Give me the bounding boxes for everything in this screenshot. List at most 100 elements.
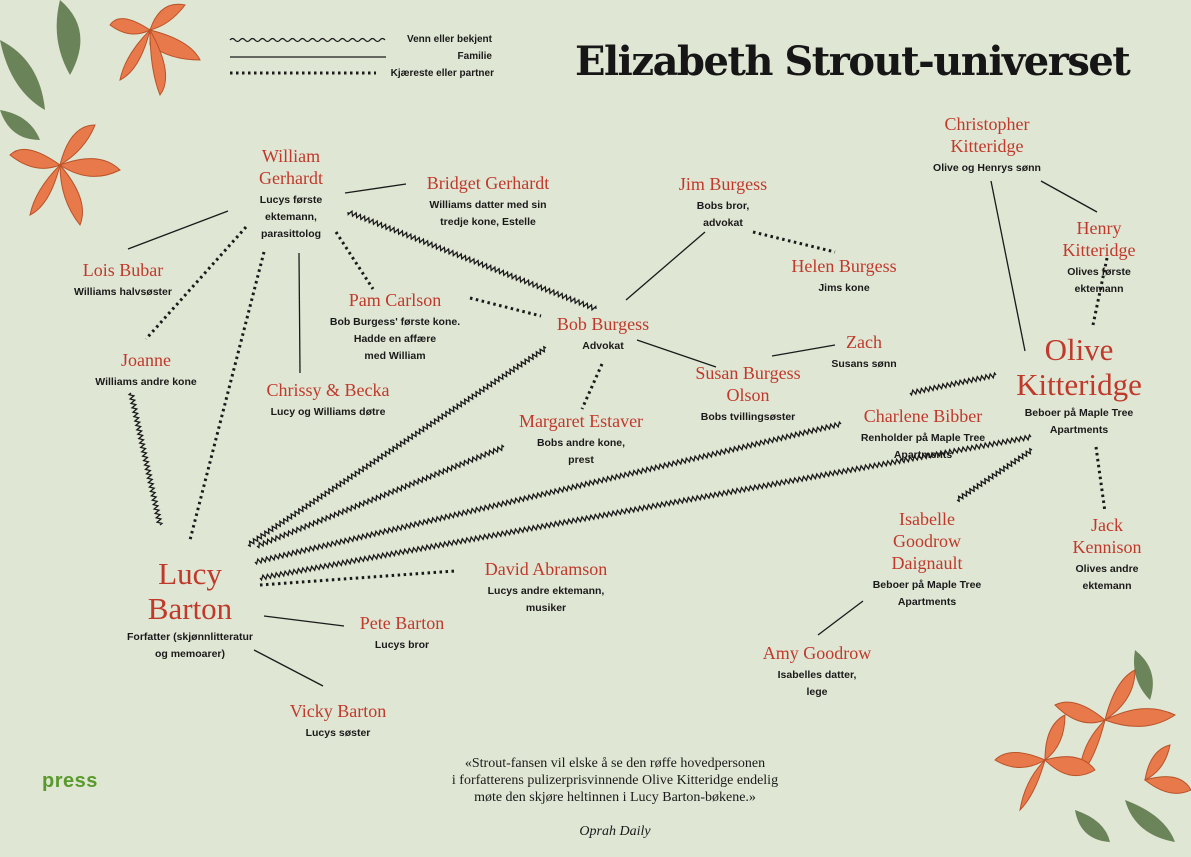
node-name: Olive Kitteridge	[1016, 332, 1142, 402]
node-lucy-barton: Lucy Barton Forfatter (skjønnlitteratur …	[127, 556, 253, 663]
node-name: Joanne	[121, 350, 171, 370]
node-zach: Zach Susans sønn	[831, 331, 896, 373]
node-amy-goodrow: Amy Goodrow Isabelles datter, lege	[763, 642, 872, 701]
node-david-abramson: David Abramson Lucys andre ektemann, mus…	[485, 558, 607, 617]
node-description: Isabelles datter, lege	[777, 669, 857, 698]
link-olive-christopher-family	[990, 180, 1026, 352]
link-lucy-vicky-family	[253, 649, 324, 687]
node-description: Lucy og Williams døtre	[270, 406, 386, 418]
node-name: Zach	[846, 332, 882, 352]
link-christopher-henry-family	[1040, 180, 1098, 213]
node-name: Jim Burgess	[678, 174, 768, 194]
link-bob-susan-family	[636, 339, 717, 368]
node-name: Jack Kennison	[1072, 515, 1142, 557]
link-charlene-lucy-friend	[254, 420, 842, 566]
node-description: Olives første ektemann	[1067, 266, 1131, 295]
node-name: Isabelle Goodrow Daignault	[891, 509, 963, 573]
node-description: Olives andre ektemann	[1075, 563, 1139, 592]
node-name: Henry Kitteridge	[1062, 218, 1136, 260]
link-jim-bob-family	[625, 231, 706, 301]
node-henry-kitteridge: Henry Kitteridge Olives første ektemann	[1053, 217, 1145, 298]
link-lucy-david-partner	[259, 569, 456, 587]
node-description: Lucys bror	[374, 639, 430, 651]
link-william-bridget-family	[344, 183, 407, 194]
node-description: Lucys søster	[305, 727, 371, 739]
node-description: Jims kone	[818, 282, 870, 294]
node-charlene-bibber: Charlene Bibber Renholder på Maple Tree …	[861, 405, 985, 464]
node-name: Bob Burgess	[556, 314, 650, 334]
node-olive-kitteridge: Olive Kitteridge Beboer på Maple Tree Ap…	[1016, 332, 1142, 439]
node-name: Margaret Estaver	[518, 411, 644, 431]
link-william-chrissy-family	[298, 252, 301, 374]
node-vicky-barton: Vicky Barton Lucys søster	[290, 700, 386, 742]
node-name: William Gerhardt	[259, 146, 323, 188]
node-chrissy-becka: Chrissy & Becka Lucy og Williams døtre	[267, 379, 390, 421]
node-description: Beboer på Maple Tree Apartments	[1024, 407, 1134, 436]
node-name: Chrissy & Becka	[266, 380, 390, 400]
quote: «Strout-fansen vil elske å se den røffe …	[385, 738, 845, 857]
node-jim-burgess: Jim Burgess Bobs bror, advokat	[679, 173, 767, 232]
quote-text: «Strout-fansen vil elske å se den røffe …	[451, 756, 779, 805]
node-description: Olive og Henrys sønn	[933, 162, 1041, 174]
link-isabelle-amy-family	[817, 600, 864, 636]
node-description: Lucys andre ektemann, musiker	[487, 585, 605, 614]
node-william-gerhardt: William Gerhardt Lucys første ektemann, …	[259, 145, 323, 243]
link-jim-helen-partner	[752, 230, 836, 254]
legend: Venn eller bekjent Familie Kjæreste elle…	[228, 30, 508, 86]
link-william-lucy-partner	[188, 251, 266, 541]
node-name: Bridget Gerhardt	[426, 173, 550, 193]
link-william-bob-friend	[347, 209, 597, 312]
link-olive-charlene-friend	[909, 371, 997, 397]
node-name: David Abramson	[484, 559, 608, 579]
node-name: Vicky Barton	[289, 701, 387, 721]
node-christopher-kitteridge: Christopher Kitteridge Olive og Henrys s…	[933, 113, 1041, 177]
flower-illustration-bottom-right	[994, 650, 1191, 842]
link-margaret-lucy-friend	[256, 444, 505, 549]
node-pete-barton: Pete Barton Lucys bror	[360, 612, 444, 654]
node-bob-burgess: Bob Burgess Advokat	[557, 313, 649, 355]
legend-family-label: Familie	[457, 51, 492, 62]
legend-partner-label: Kjæreste eller partner	[390, 68, 494, 79]
node-bridget-gerhardt: Bridget Gerhardt Williams datter med sin…	[427, 172, 549, 231]
node-description: Bob Burgess' første kone. Hadde en affær…	[329, 316, 461, 362]
press-logo: press	[42, 770, 98, 792]
node-susan-burgess-olson: Susan Burgess Olson Bobs tvillingsøster	[695, 362, 800, 426]
node-name: Lucy Barton	[147, 556, 233, 626]
node-margaret-estaver: Margaret Estaver Bobs andre kone, prest	[519, 410, 643, 469]
node-name: Pete Barton	[359, 613, 445, 633]
node-description: Susans sønn	[831, 358, 897, 370]
node-name: Charlene Bibber	[863, 406, 983, 426]
legend-line-samples	[229, 37, 386, 75]
node-name: Christopher Kitteridge	[944, 114, 1030, 156]
link-joanne-lucy-friend	[127, 392, 164, 526]
node-description: Williams datter med sin tredje kone, Est…	[429, 199, 547, 228]
node-description: Advokat	[582, 340, 624, 352]
node-name: Lois Bubar	[82, 260, 164, 280]
node-jack-kennison: Jack Kennison Olives andre ektemann	[1065, 514, 1149, 595]
page-title: Elizabeth Strout-universet	[575, 38, 1131, 85]
link-lucy-pete-family	[263, 615, 345, 627]
flower-illustration-top-left	[0, 0, 201, 226]
node-name: Amy Goodrow	[762, 643, 872, 663]
node-joanne: Joanne Williams andre kone	[95, 349, 196, 391]
node-pam-carlson: Pam Carlson Bob Burgess' første kone. Ha…	[330, 289, 460, 365]
node-description: Lucys første ektemann, parasittolog	[259, 194, 323, 240]
node-description: Williams halvsøster	[74, 286, 172, 298]
link-william-pam-partner	[334, 231, 375, 290]
link-olive-lucy-friend	[259, 433, 1032, 582]
quote-source: Oprah Daily	[579, 824, 651, 839]
node-description: Bobs andre kone, prest	[536, 437, 626, 466]
legend-friend-label: Venn eller bekjent	[406, 34, 492, 45]
link-william-lois-family	[127, 210, 229, 250]
node-description: Forfatter (skjønnlitteratur og memoarer)	[126, 631, 254, 660]
link-bob-lucy-friend	[247, 345, 547, 548]
node-name: Pam Carlson	[348, 290, 442, 310]
legend-wavy-line	[229, 37, 386, 43]
node-description: Renholder på Maple Tree Apartments	[860, 432, 986, 461]
node-description: Bobs tvillingsøster	[700, 411, 796, 423]
node-description: Beboer på Maple Tree Apartments	[872, 579, 982, 608]
node-description: Williams andre kone	[95, 376, 197, 388]
link-olive-isabelle-friend	[956, 447, 1033, 503]
